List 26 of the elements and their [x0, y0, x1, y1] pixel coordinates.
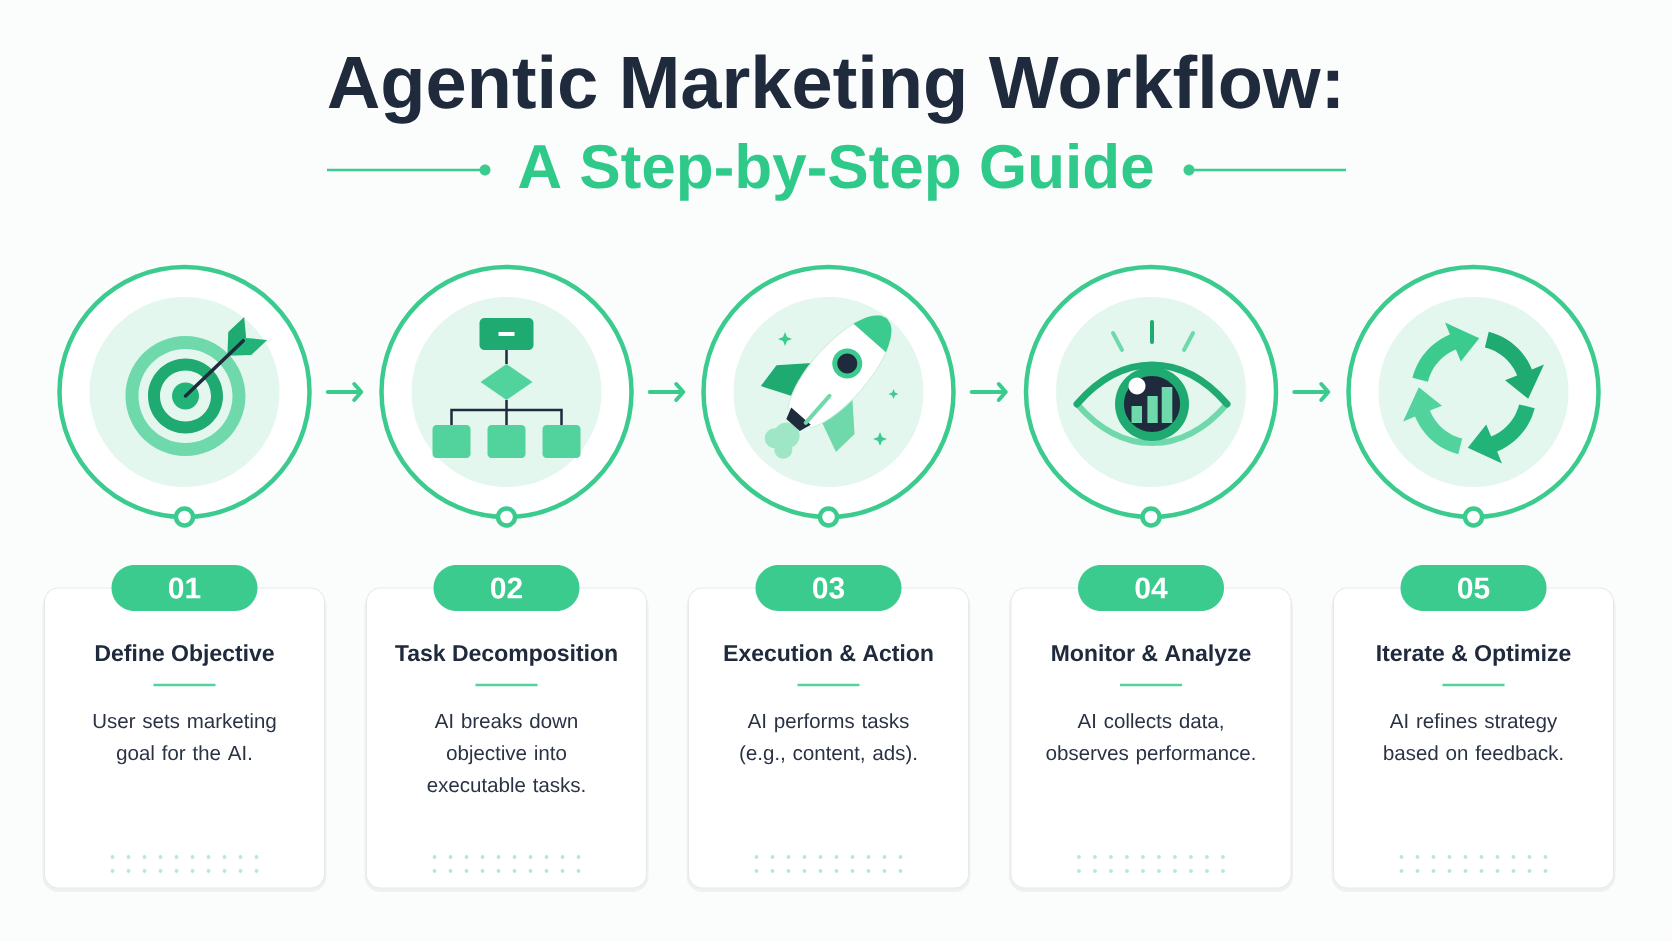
number-badge: 05	[1400, 565, 1547, 611]
step-title: Execution & Action	[724, 644, 933, 662]
arrow	[969, 382, 1008, 402]
arrow	[647, 382, 686, 402]
step-description: AI collects data, observes performance.	[1046, 713, 1255, 765]
step-title: Monitor & Analyze	[1052, 644, 1251, 666]
step-description: AI performs tasks (e.g., content, ads).	[740, 713, 917, 765]
step-card	[1331, 565, 1616, 892]
number-badge: 02	[433, 565, 580, 611]
step-title: Task Decomposition	[395, 644, 617, 666]
number-badge: 04	[1078, 565, 1224, 611]
subtitle: A Step-by-Step Guide	[518, 143, 1153, 201]
step-description: AI breaks down objective into executable tasks.	[427, 713, 585, 793]
number-badge: 01	[111, 565, 258, 611]
step-card	[42, 565, 327, 892]
step-description: User sets marketing goal for the AI.	[93, 713, 276, 765]
step-card	[686, 565, 971, 892]
step-title: Define Objective	[95, 644, 274, 666]
number-badge: 03	[755, 565, 902, 611]
title: Agentic Marketing Workflow:	[328, 54, 1339, 124]
arrow	[325, 382, 364, 402]
step-card	[1009, 565, 1293, 892]
step-description: AI refines strategy based on feedback.	[1384, 713, 1563, 761]
step-card	[364, 565, 649, 892]
arrow	[1292, 382, 1331, 402]
step-title: Iterate & Optimize	[1377, 644, 1571, 666]
